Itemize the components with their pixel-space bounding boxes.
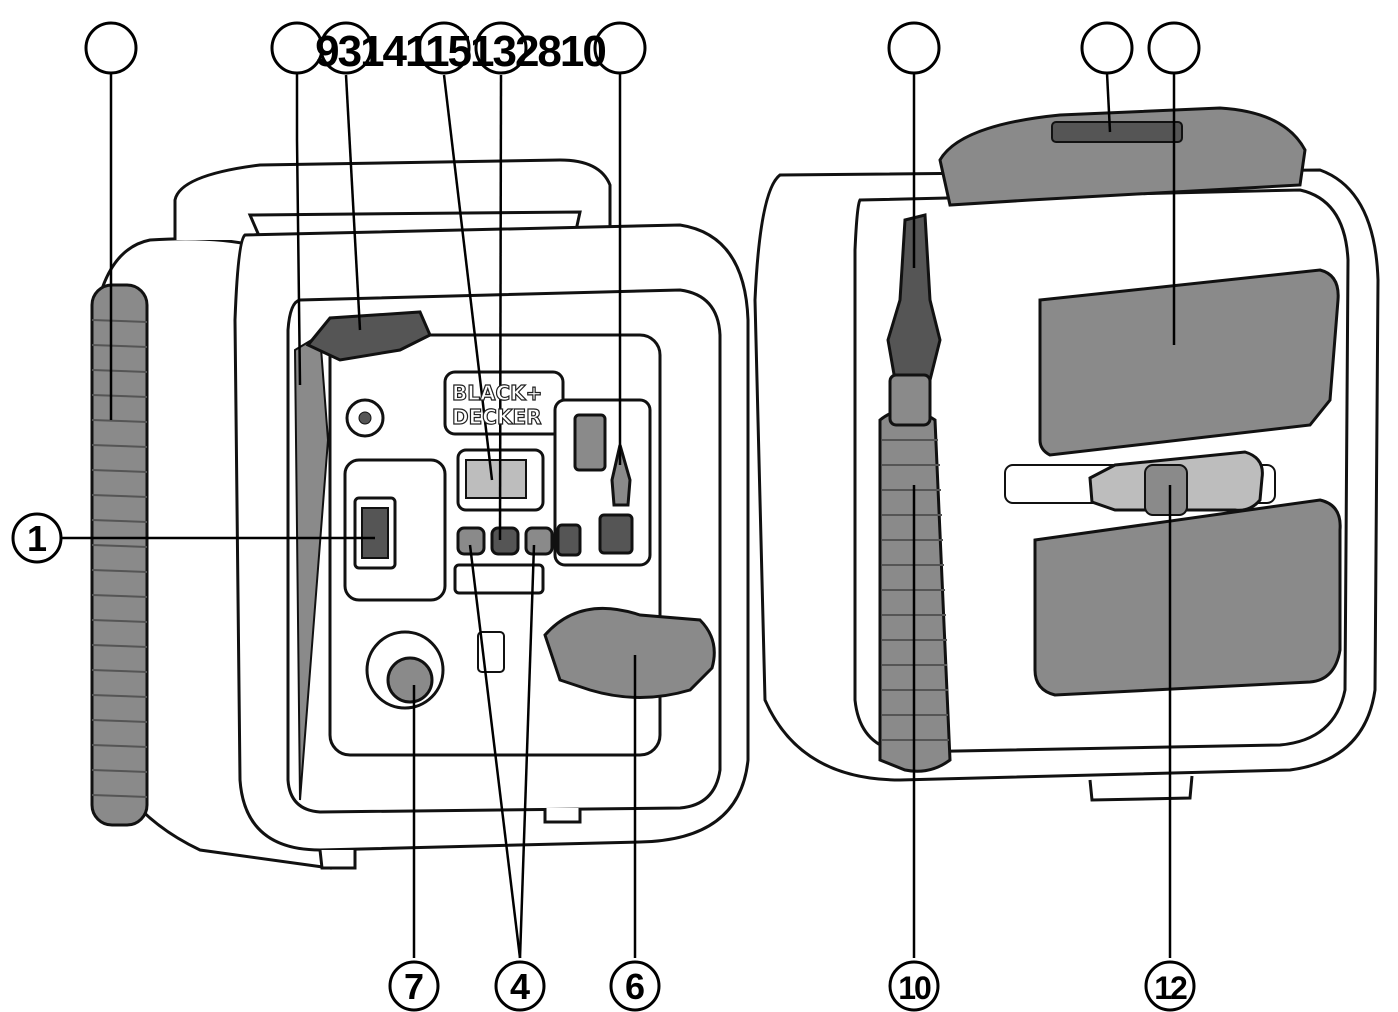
- svg-text:10: 10: [898, 970, 931, 1006]
- front-view-unit: [90, 158, 750, 870]
- callout-10: 10: [888, 960, 940, 1012]
- callout-circle-top-7: [887, 21, 941, 75]
- upper-storage-flap: [1038, 268, 1340, 457]
- inflation-adaptor: [610, 444, 632, 507]
- front-unit-hose-coil: [90, 283, 149, 827]
- callout-circle-top-4: [417, 21, 471, 75]
- svg-text:12: 12: [1154, 970, 1187, 1006]
- callout-circle-top-8: [1080, 21, 1134, 75]
- svg-text:7: 7: [404, 966, 424, 1007]
- callout-circle-top-5: [474, 21, 528, 75]
- label-plate: [453, 563, 545, 595]
- svg-text:1: 1: [27, 518, 47, 559]
- hose-clip: [305, 310, 432, 362]
- callout-4: 4: [494, 960, 546, 1012]
- front-unit-feet: [318, 849, 357, 870]
- callout-circle-top-3: [319, 21, 373, 75]
- mode-button-2: [490, 526, 520, 556]
- callout-circle-top-1: [84, 21, 138, 75]
- leader-lines: [60, 72, 1176, 959]
- callout-7: 7: [388, 960, 440, 1012]
- svg-text:6: 6: [625, 966, 645, 1007]
- mode-button-3: [524, 526, 554, 556]
- callout-6: 6: [609, 960, 661, 1012]
- callout-1: 1: [11, 512, 63, 564]
- svg-text:4: 4: [510, 966, 530, 1007]
- top-callout-circles: [84, 21, 1201, 75]
- hose-coil-ridges: [91, 319, 148, 798]
- handle-label: [1051, 121, 1183, 143]
- hose-connector-elbow: [543, 606, 716, 699]
- callout-circle-top-9: [1147, 21, 1201, 75]
- rear-unit-feet: [1088, 775, 1194, 802]
- brand-line-1: BLACK+: [452, 381, 542, 405]
- top-number-label: 9314115132810: [315, 27, 605, 76]
- rear-view-unit: [753, 106, 1380, 802]
- lower-storage-flap: [1033, 498, 1342, 697]
- brand-line-2: DECKER: [452, 405, 542, 429]
- callout-circle-top-6: [593, 21, 647, 75]
- rear-unit-handle: [938, 106, 1307, 207]
- needle-adaptor: [573, 413, 607, 472]
- callout-12: 12: [1144, 960, 1196, 1012]
